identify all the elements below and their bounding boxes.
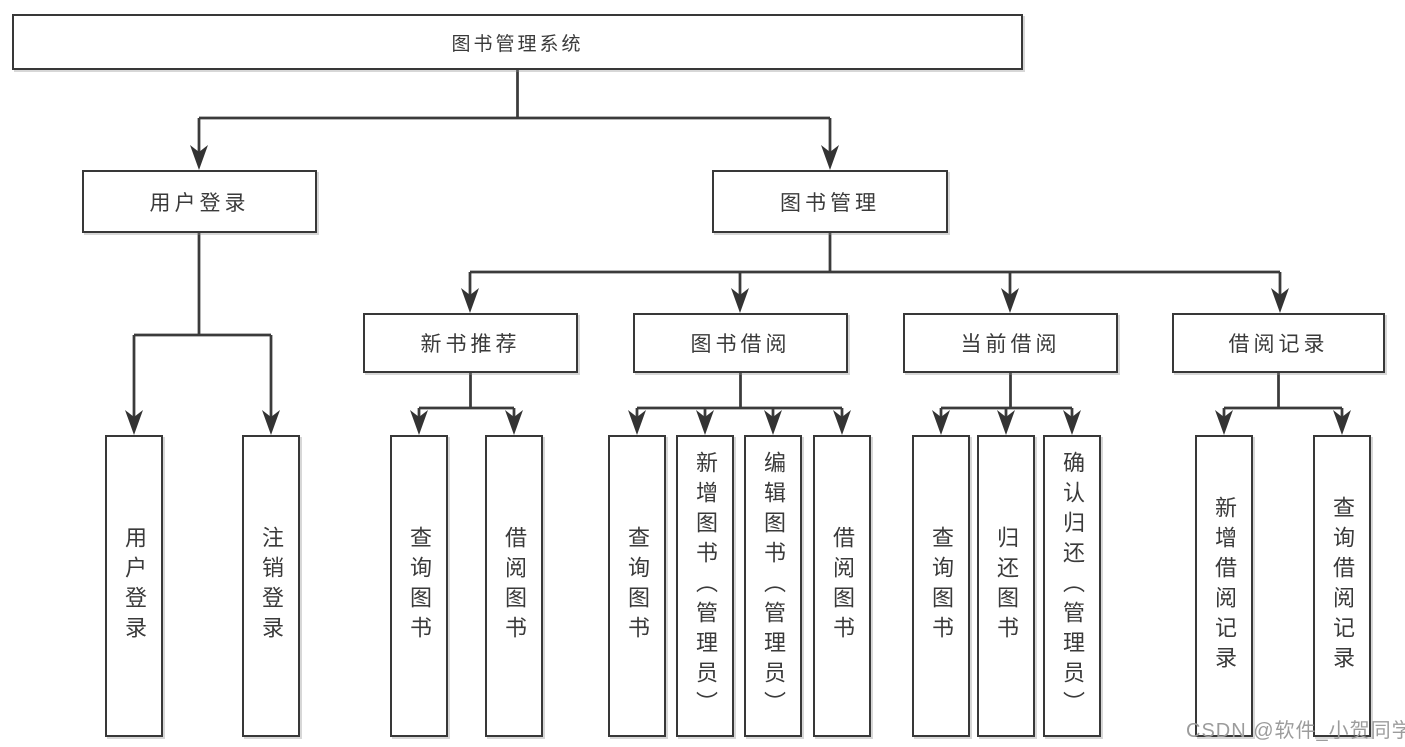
node-label: 查询借阅记录 <box>1330 496 1355 676</box>
node-label: 注销登录 <box>259 526 284 646</box>
node-library-system: 图书管理系统 <box>12 14 1023 70</box>
leaf-borrow-books: 借阅图书 <box>813 435 871 737</box>
node-label: 查询图书 <box>407 526 432 646</box>
node-book-management: 图书管理 <box>712 170 948 233</box>
leaf-query-borrow-record: 查询借阅记录 <box>1313 435 1371 737</box>
csdn-watermark: CSDN @软件_小贺同学 <box>1186 720 1405 742</box>
node-label: 确认归还（管理员） <box>1060 451 1085 721</box>
leaf-confirm-return-admin: 确认归还（管理员） <box>1043 435 1101 737</box>
leaf-query-books-recommend: 查询图书 <box>390 435 448 737</box>
leaf-logout: 注销登录 <box>242 435 300 737</box>
connector-paths <box>132 70 1344 417</box>
node-label: 查询图书 <box>625 526 650 646</box>
leaf-query-books-current: 查询图书 <box>912 435 970 737</box>
node-label: 用户登录 <box>149 191 250 215</box>
node-new-book-recommend: 新书推荐 <box>363 313 578 373</box>
node-label: 编辑图书（管理员） <box>761 451 786 721</box>
node-label: 新书推荐 <box>420 333 521 356</box>
node-book-borrowing: 图书借阅 <box>633 313 848 373</box>
node-user-login: 用户登录 <box>82 170 317 233</box>
node-label: 用户登录 <box>122 526 147 646</box>
leaf-return-book: 归还图书 <box>977 435 1035 737</box>
node-label: 图书借阅 <box>690 333 791 356</box>
leaf-borrow-books-recommend: 借阅图书 <box>485 435 543 737</box>
leaf-edit-book-admin: 编辑图书（管理员） <box>744 435 802 737</box>
node-label: 归还图书 <box>994 526 1019 646</box>
node-label: 借阅图书 <box>502 526 527 646</box>
node-label: 借阅图书 <box>830 526 855 646</box>
node-label: 新增图书（管理员） <box>693 451 718 721</box>
leaf-add-book-admin: 新增图书（管理员） <box>676 435 734 737</box>
leaf-query-books-borrow: 查询图书 <box>608 435 666 737</box>
node-label: 新增借阅记录 <box>1212 496 1237 676</box>
node-label: 借阅记录 <box>1228 333 1329 356</box>
node-current-borrowing: 当前借阅 <box>903 313 1118 373</box>
node-label: 图书管理 <box>780 191 880 215</box>
leaf-user-login: 用户登录 <box>105 435 163 737</box>
leaf-add-borrow-record: 新增借阅记录 <box>1195 435 1253 737</box>
node-label: 当前借阅 <box>960 333 1061 356</box>
node-label: 查询图书 <box>929 526 954 646</box>
node-label: 图书管理系统 <box>451 33 584 55</box>
node-borrowing-records: 借阅记录 <box>1172 313 1385 373</box>
